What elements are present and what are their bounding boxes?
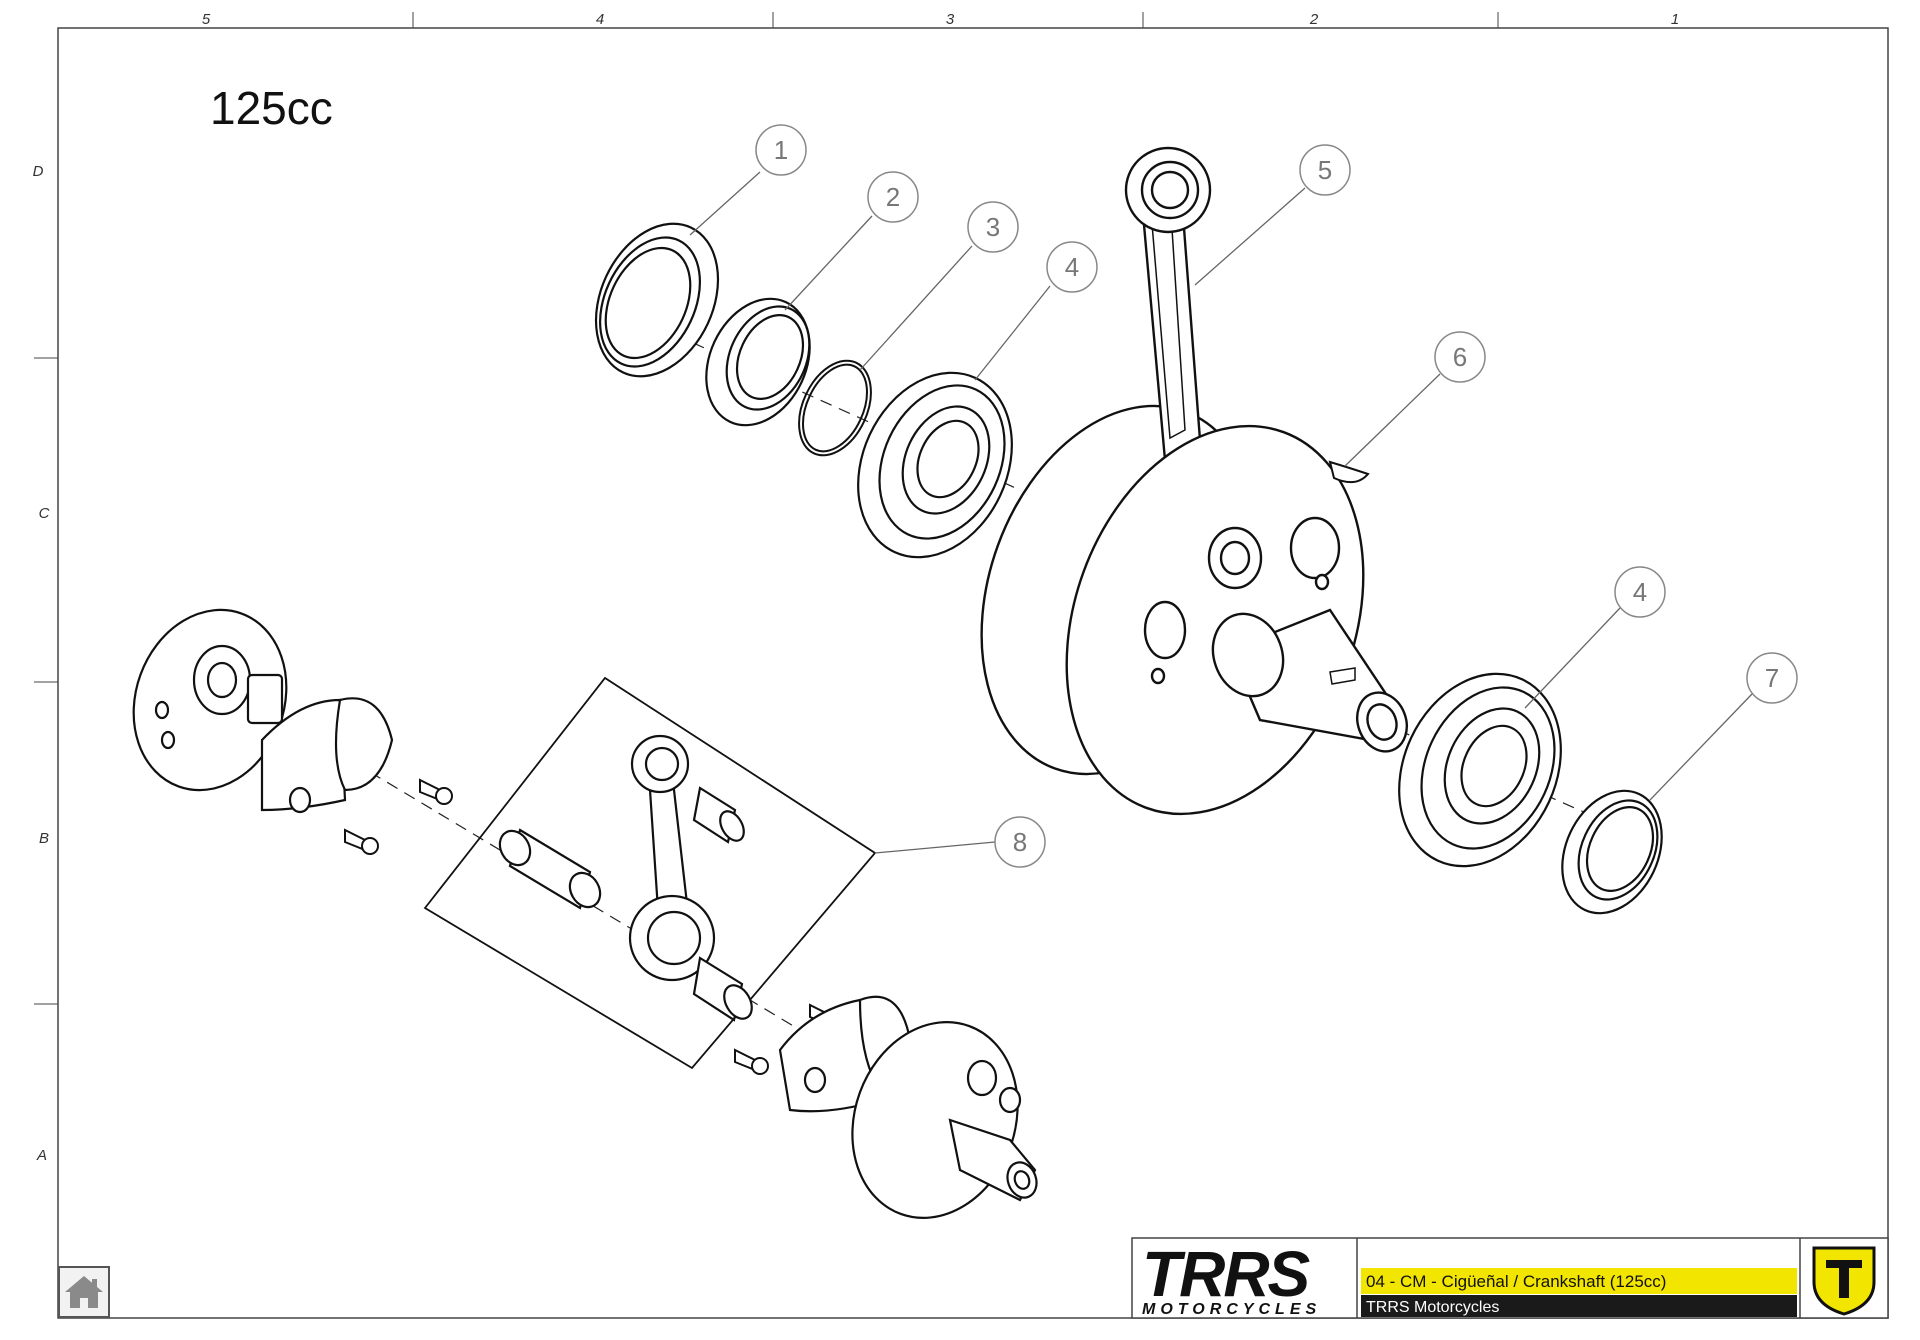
page-title: 125cc <box>210 82 333 134</box>
part-bearing-upper <box>857 371 1013 559</box>
callout-7: 7 <box>1765 663 1779 693</box>
callout-4: 4 <box>1065 252 1079 282</box>
callout-8: 8 <box>1013 827 1027 857</box>
zone-row-d: D <box>33 163 44 180</box>
part-crankshaft-assembly <box>980 146 1408 816</box>
zone-col-4: 4 <box>596 11 604 28</box>
callout-3: 3 <box>986 212 1000 242</box>
title-bar-accent <box>1361 1268 1797 1294</box>
brand-logo-text: TRRS <box>1142 1238 1311 1310</box>
company-bar <box>1361 1295 1797 1317</box>
drawing-title: 04 - CM - Cigüeñal / Crankshaft (125cc) <box>1366 1272 1666 1291</box>
zone-row-c: C <box>39 505 50 522</box>
zone-col-3: 3 <box>946 11 955 28</box>
zone-row-a: A <box>36 1147 47 1164</box>
part-oil-seal <box>594 222 720 378</box>
home-button[interactable] <box>58 1266 110 1318</box>
part-screws <box>344 778 843 1075</box>
zone-row-b: B <box>39 830 49 847</box>
callout-1: 1 <box>774 135 788 165</box>
home-icon <box>65 1276 103 1308</box>
part-o-ring <box>798 359 872 457</box>
callout-4-lower: 4 <box>1633 577 1647 607</box>
part-flywheel-left <box>132 608 288 792</box>
part-flywheel-right <box>851 1021 1038 1219</box>
zone-ticks <box>34 12 1499 1005</box>
zone-col-5: 5 <box>202 11 211 28</box>
company-name: TRRS Motorcycles <box>1366 1299 1499 1316</box>
callout-5: 5 <box>1318 155 1332 185</box>
part-woodruff-key <box>1328 460 1370 484</box>
zone-col-1: 1 <box>1671 11 1679 28</box>
callout-6: 6 <box>1453 342 1467 372</box>
callout-balloons: 1 2 3 4 5 6 4 7 8 <box>755 124 1798 868</box>
part-conrod-kit <box>423 676 877 1070</box>
title-block: TRRS MOTORCYCLES 04 - CM - Cigüeñal / Cr… <box>1131 1237 1889 1319</box>
part-counterweight-left <box>260 697 394 814</box>
part-bushing <box>705 297 811 427</box>
callout-2: 2 <box>886 182 900 212</box>
zone-col-2: 2 <box>1309 11 1319 28</box>
part-oil-seal-lower <box>1561 789 1663 915</box>
part-bearing-lower <box>1398 672 1562 868</box>
trrs-badge-icon <box>1812 1246 1876 1316</box>
zone-labels: 5 4 3 2 1 D C B A <box>33 11 1680 1164</box>
drawing-frame <box>57 27 1889 1319</box>
brand-logo-subtext: MOTORCYCLES <box>1142 1301 1321 1318</box>
leader-lines <box>689 171 1753 854</box>
